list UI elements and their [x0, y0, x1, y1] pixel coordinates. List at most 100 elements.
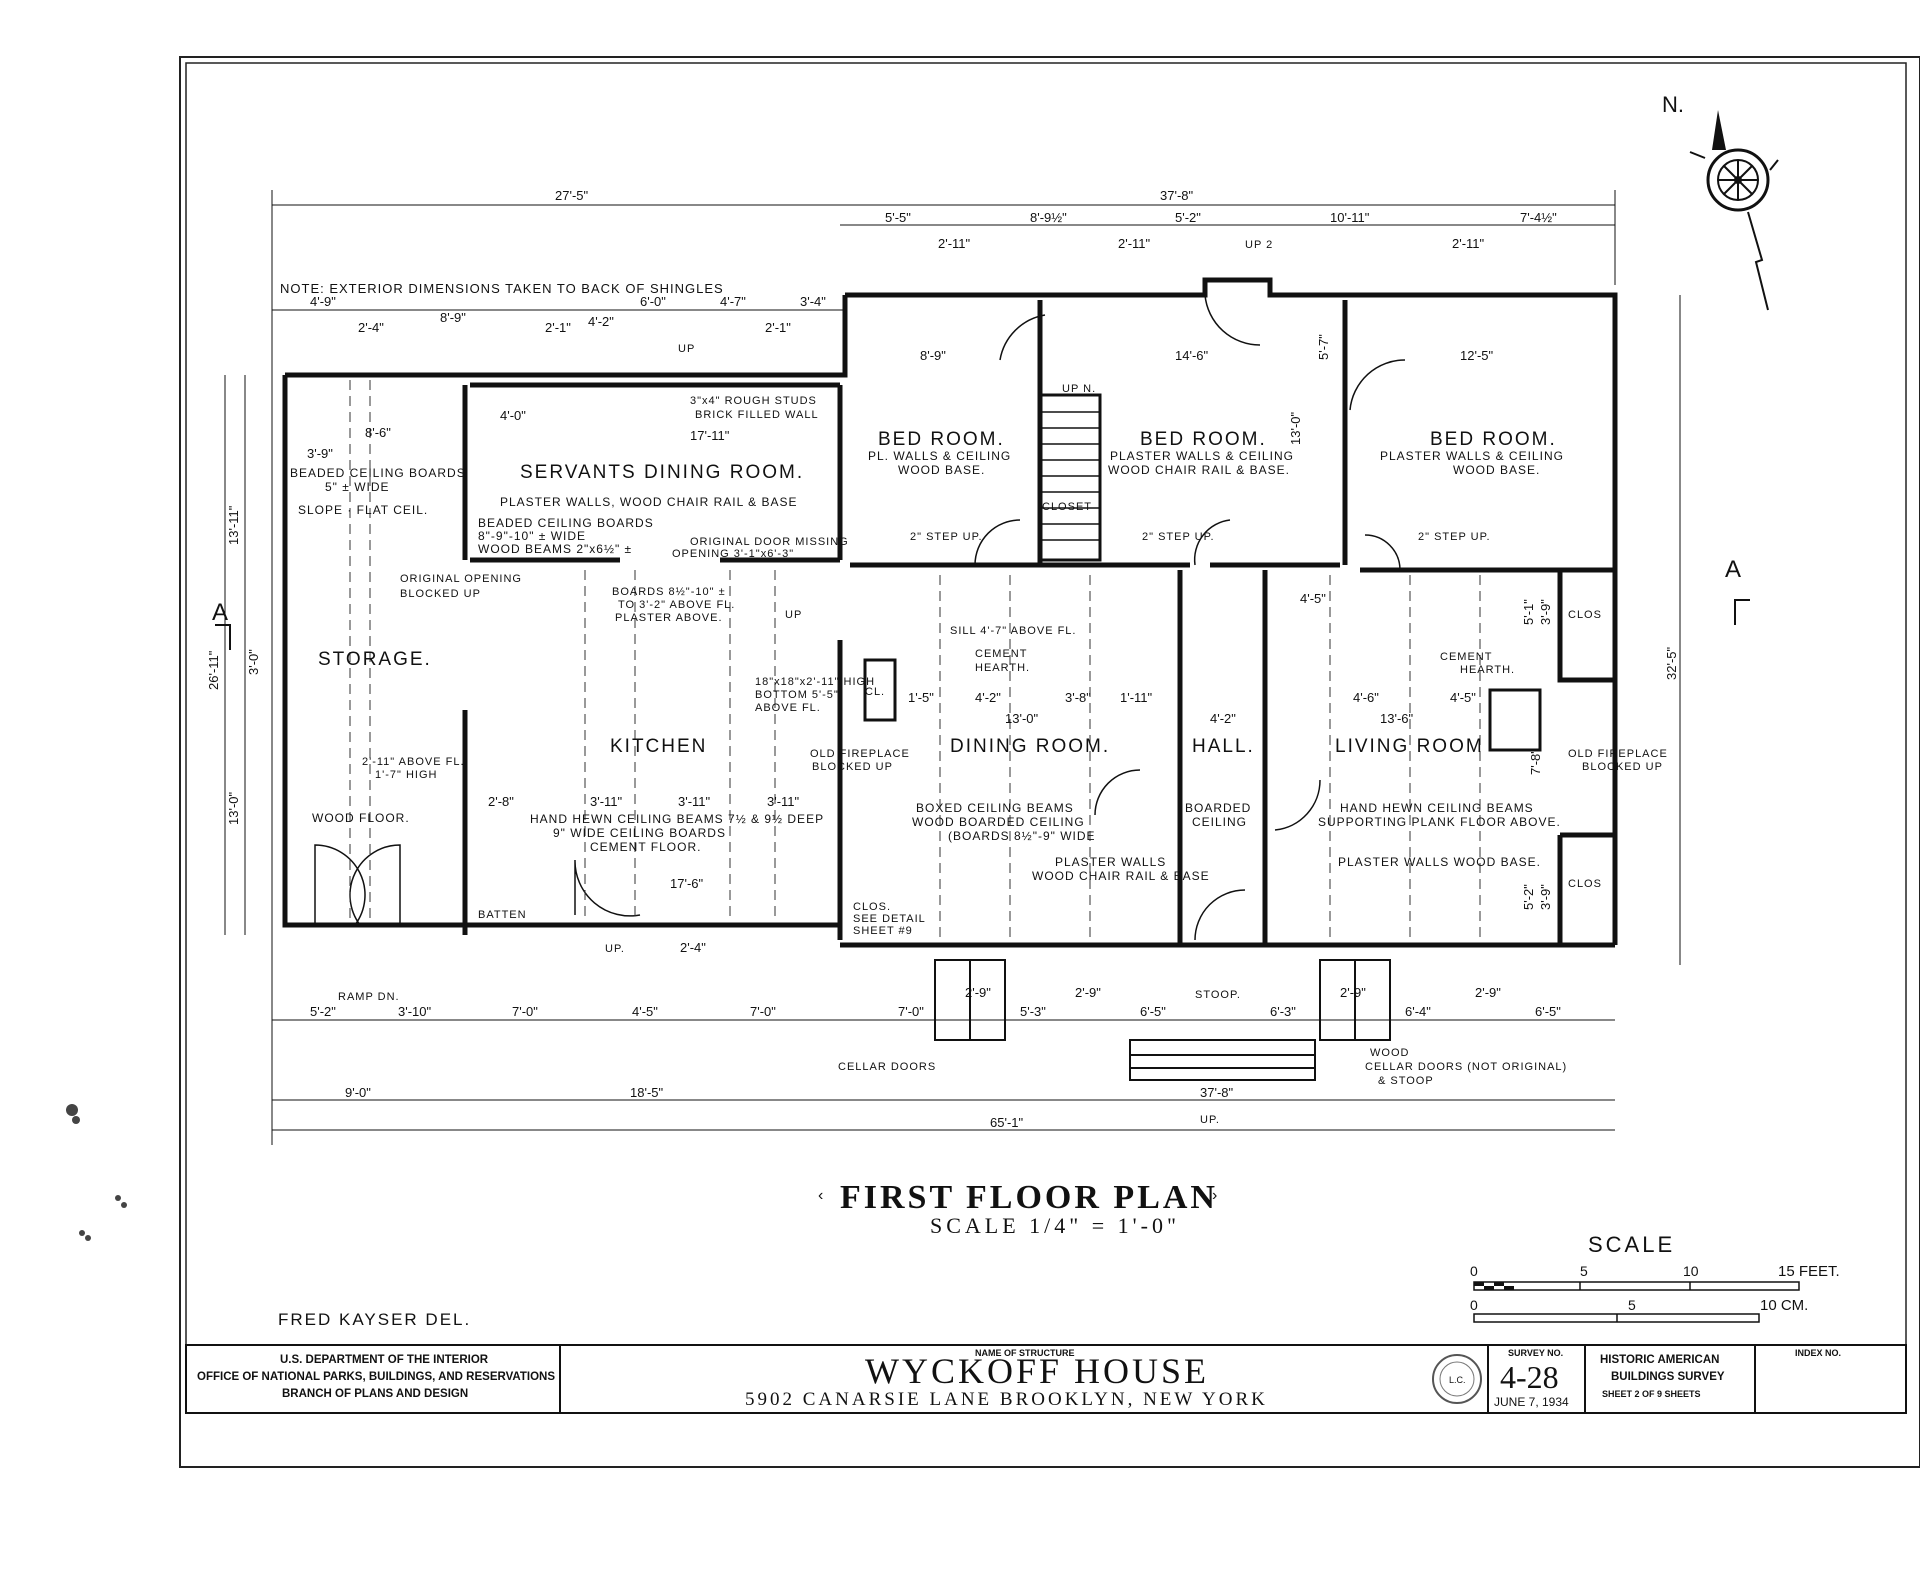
- dim-right-v-3: 13'-0": [1288, 411, 1303, 445]
- dim-top-small-3: 2'-11": [1452, 236, 1485, 251]
- dim-int-10: 4'-2": [1210, 711, 1236, 726]
- dim-porch-3: 2'-9": [1340, 985, 1366, 1000]
- door-swings: [314, 294, 1406, 941]
- scale-feet-0: 0: [1470, 1263, 1478, 1279]
- hall-note-1: BOARDED: [1185, 801, 1251, 815]
- scale-feet-10: 10: [1683, 1263, 1699, 1279]
- dim-int-21: 3'-11": [767, 794, 800, 809]
- note-up-batten: UP: [785, 609, 802, 621]
- dim-left-top-2: 2'-4": [358, 320, 384, 335]
- note-clos-east-2: CLOS: [1568, 878, 1602, 890]
- dim-left-top-7: 4'-7": [720, 294, 746, 309]
- note-opening-size: OPENING 3'-1"x6'-3": [672, 548, 794, 560]
- note-step-up-1: 2" STEP UP.: [910, 531, 983, 543]
- beam-lines: [349, 380, 1481, 940]
- exterior-note: NOTE: EXTERIOR DIMENSIONS TAKEN TO BACK …: [280, 281, 724, 296]
- note-blocked-up-2: BLOCKED UP: [812, 761, 893, 773]
- note-step-up-2: 2" STEP UP.: [1142, 531, 1215, 543]
- dim-int-12: 17'-6": [670, 876, 704, 891]
- note-cellar-doors: CELLAR DOORS: [838, 1061, 936, 1073]
- note-hearth-1: HEARTH.: [975, 662, 1030, 674]
- scale-feet-bar: [1473, 1281, 1800, 1291]
- scale-feet-hatch-2: [1484, 1286, 1494, 1290]
- dim-int-16: 1'-5": [908, 690, 934, 705]
- bedroom-west-note-2: WOOD BASE.: [898, 463, 985, 477]
- scale-cm-0: 0: [1470, 1297, 1478, 1313]
- scale-title: SCALE: [1588, 1232, 1675, 1257]
- dim-bot-5: 7'-0": [750, 1004, 776, 1019]
- outer-border: [179, 56, 1920, 1468]
- stoop: [1129, 1039, 1316, 1081]
- note-cl: CL.: [865, 686, 885, 698]
- dim-int-7: 12'-5": [1460, 348, 1494, 363]
- note-above-fl: TO 3'-2" ABOVE FL.: [618, 599, 735, 611]
- address: 5902 CANARSIE LANE BROOKLYN, NEW YORK: [745, 1389, 1268, 1410]
- agency-line-2: OFFICE OF NATIONAL PARKS, BUILDINGS, AND…: [197, 1371, 555, 1383]
- dim-right-v-5: 3'-9": [1538, 599, 1553, 625]
- margin-smudges: [66, 1104, 127, 1241]
- dim-top-seg-5: 7'-4½": [1520, 210, 1557, 225]
- note-original-opening: ORIGINAL OPENING: [400, 573, 522, 585]
- dim-right-v-8: 3'-9": [1538, 884, 1553, 910]
- dim-bot-6: 7'-0": [898, 1004, 924, 1019]
- dim-top-left-overall: 27'-5": [555, 188, 589, 203]
- servants-note-1: PLASTER WALLS, WOOD CHAIR RAIL & BASE: [500, 495, 798, 509]
- dim-top-seg-3: 5'-2": [1175, 210, 1201, 225]
- survey-number: 4-28: [1500, 1359, 1559, 1395]
- habs-line-2: BUILDINGS SURVEY: [1611, 1371, 1725, 1383]
- room-labels: STORAGE. BEADED CEILING BOARDS 5" ± WIDE…: [290, 429, 1563, 883]
- dim-left-top-9: 3'-4": [800, 294, 826, 309]
- note-blocked-up-3: BLOCKED UP: [1582, 761, 1663, 773]
- note-and-stoop: & STOOP: [1378, 1075, 1434, 1087]
- dim-top-small-2: 2'-11": [1118, 236, 1151, 251]
- bedroom-center-note-2: WOOD CHAIR RAIL & BASE.: [1108, 463, 1290, 477]
- note-clos-west: CLOS.: [853, 901, 891, 913]
- note-rough-studs: 3"x4" ROUGH STUDS: [690, 395, 817, 407]
- annotations: 3"x4" ROUGH STUDS BRICK FILLED WALL ORIG…: [338, 239, 1667, 1126]
- dim-left-top-6: 6'-0": [640, 294, 666, 309]
- note-bottom: BOTTOM 5'-5": [755, 689, 839, 701]
- dim-int-15: 1'-11": [1120, 690, 1153, 705]
- dim-int-8: 13'-0": [1005, 711, 1039, 726]
- scale-feet-label: 15 FEET.: [1778, 1263, 1840, 1280]
- dim-bot-4: 4'-5": [632, 1004, 658, 1019]
- dim-left-v-2: 26'-11": [206, 650, 221, 690]
- note-up-kitchen: UP.: [605, 943, 625, 955]
- dim-int-14: 3'-8": [1065, 690, 1091, 705]
- room-bedroom-east: BED ROOM.: [1430, 429, 1557, 450]
- note-ramp: RAMP DN.: [338, 991, 400, 1003]
- note-chimney-size: 18"x18"x2'-11" HIGH: [755, 676, 875, 688]
- dimension-text: 27'-5" 37'-8" 5'-5" 8'-9½" 5'-2" 10'-11"…: [206, 188, 1679, 1130]
- scale-feet-hatch-4: [1504, 1286, 1514, 1290]
- dim-int-13: 4'-2": [975, 690, 1001, 705]
- dim-int-2: 3'-9": [307, 446, 333, 461]
- note-stoop: STOOP.: [1195, 989, 1241, 1001]
- room-bedroom-west: BED ROOM.: [878, 429, 1005, 450]
- dim-int-20: 3'-11": [678, 794, 711, 809]
- note-cement-1: CEMENT: [975, 648, 1027, 660]
- storage-note-1: BEADED CEILING BOARDS: [290, 466, 466, 480]
- note-high: 1'-7" HIGH: [375, 769, 437, 781]
- servants-note-4: WOOD BEAMS 2"x6½" ±: [478, 542, 632, 556]
- servants-note-3: 8"-9"-10" ± WIDE: [478, 529, 586, 543]
- storage-note-2: 5" ± WIDE: [325, 480, 390, 494]
- note-hearth-2: HEARTH.: [1460, 664, 1515, 676]
- floor-plan-walls: [282, 277, 1618, 948]
- agency-line-1: U.S. DEPARTMENT OF THE INTERIOR: [280, 1354, 489, 1366]
- dim-left-top-5: 4'-2": [588, 314, 614, 329]
- scale-feet-hatch-3: [1494, 1282, 1504, 1286]
- dim-left-top-1: 4'-9": [310, 294, 336, 309]
- structure-caption: NAME OF STRUCTURE: [975, 1348, 1075, 1358]
- dim-right-v-7: 5'-2": [1521, 884, 1536, 910]
- dining-note-2: WOOD BOARDED CEILING: [912, 815, 1085, 829]
- note-sill: SILL 4'-7" ABOVE FL.: [950, 625, 1076, 637]
- room-servants-dining: SERVANTS DINING ROOM.: [520, 462, 804, 483]
- seal-text: L.C.: [1449, 1375, 1466, 1385]
- note-step-up-3: 2" STEP UP.: [1418, 531, 1491, 543]
- structure-name: WYCKOFF HOUSE: [865, 1351, 1209, 1391]
- title-block: [185, 1344, 1907, 1414]
- servants-note-2: BEADED CEILING BOARDS: [478, 516, 654, 530]
- room-dining: DINING ROOM.: [950, 736, 1110, 757]
- note-up-2: UP 2: [1245, 239, 1273, 251]
